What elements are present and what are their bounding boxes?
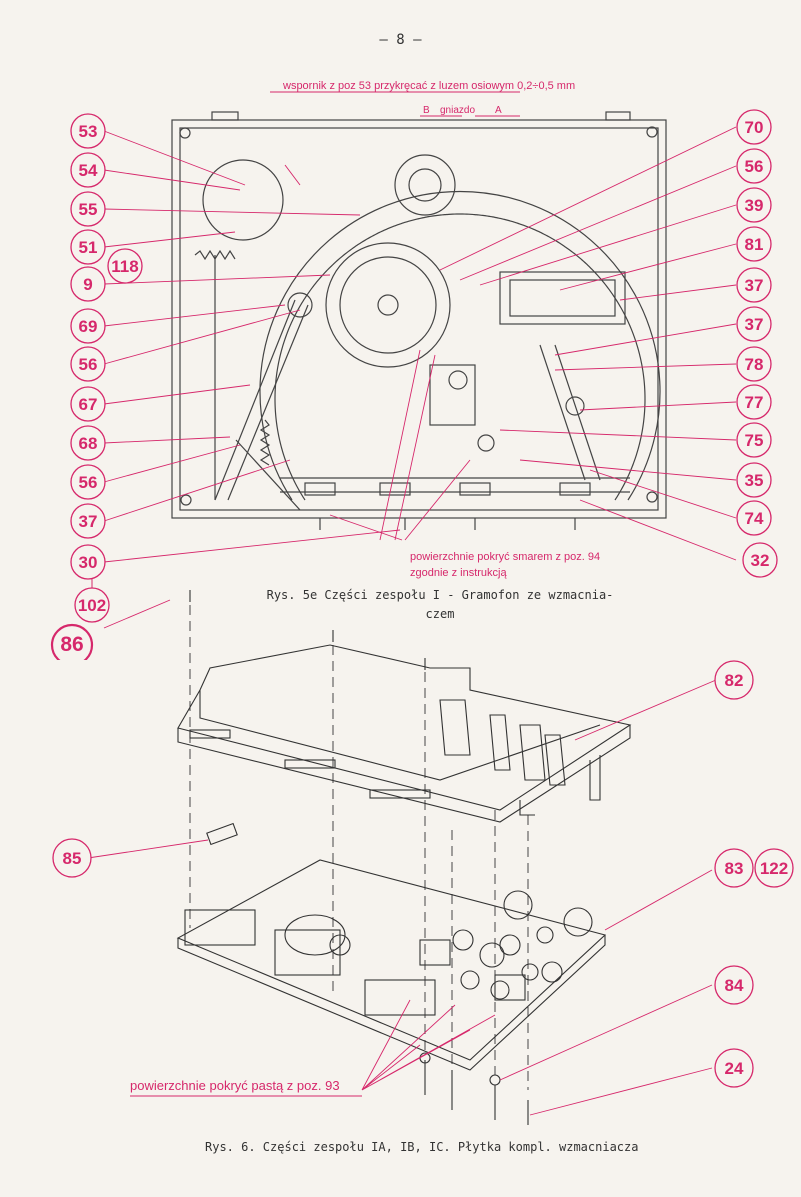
svg-text:56: 56 [745,157,764,176]
page-number: — 8 — [379,32,422,48]
callout-122: 122 [754,848,794,888]
callout-53: 53 [70,113,106,149]
callout-77: 77 [736,384,772,420]
callout-78: 78 [736,346,772,382]
svg-text:24: 24 [725,1059,744,1078]
svg-text:54: 54 [79,161,98,180]
svg-text:118: 118 [111,257,138,276]
svg-text:84: 84 [725,976,744,995]
callout-9: 9 [70,266,106,302]
svg-text:83: 83 [725,859,744,878]
callout-84: 84 [714,965,754,1005]
grease-note-line1: powierzchnie pokryć smarem z poz. 94 [410,551,600,563]
callout-68: 68 [70,425,106,461]
svg-text:67: 67 [79,395,98,414]
svg-text:35: 35 [745,471,764,490]
svg-text:55: 55 [79,200,98,219]
left-callouts: 53 54 55 51 118 9 69 56 67 68 56 37 30 102 86 [50,113,143,660]
figure-5e-caption-line1: Rys. 5e Części zespołu I - Gramofon ze w… [266,588,614,602]
callout-30: 30 [70,544,106,580]
callout-83: 83 [714,848,754,888]
callout-55: 55 [70,191,106,227]
grease-note-line2: zgodnie z instrukcją [410,567,507,579]
figure-6-caption: Rys. 6. Części zespołu IA, IB, IC. Płytk… [205,1140,639,1154]
callout-37: 37 [736,267,772,303]
svg-text:37: 37 [745,315,764,334]
svg-text:85: 85 [63,849,82,868]
svg-text:39: 39 [745,196,764,215]
svg-text:70: 70 [745,118,764,137]
callout-81: 81 [736,226,772,262]
callout-70: 70 [736,109,772,145]
callout-56: 56 [736,148,772,184]
svg-text:69: 69 [79,317,98,336]
figure-5e-caption-line2: czem [425,607,455,621]
callout-51: 51 [70,229,106,265]
svg-text:51: 51 [79,238,98,257]
right-callouts: 70 56 39 81 37 37 78 77 75 35 74 32 [736,109,778,578]
figure-5e-turntable-drawing: wspornik z poz 53 przykręcać z luzem osi… [50,80,778,660]
svg-text:86: 86 [60,633,83,656]
callout-37: 37 [736,306,772,342]
svg-text:68: 68 [79,434,98,453]
svg-text:53: 53 [79,122,98,141]
callout-75: 75 [736,422,772,458]
svg-text:37: 37 [745,276,764,295]
callout-102: 102 [74,587,110,623]
svg-text:102: 102 [78,596,106,615]
figure-5e-caption: Rys. 5e Części zespołu I - Gramofon ze w… [260,586,620,624]
callout-54: 54 [70,152,106,188]
socket-label-a: A [495,105,502,116]
callout-82: 82 [714,660,754,700]
svg-text:56: 56 [79,355,98,374]
callout-37: 37 [70,503,106,539]
svg-text:74: 74 [745,509,764,528]
callout-56: 56 [70,346,106,382]
svg-text:32: 32 [751,551,770,570]
svg-text:122: 122 [760,859,788,878]
callout-32: 32 [742,542,778,578]
svg-text:82: 82 [725,671,744,690]
socket-label-b: B [423,105,430,116]
callout-69: 69 [70,308,106,344]
callout-85: 85 [52,838,92,878]
figure-6-callouts: 82 85 83 122 84 24 [52,660,794,1088]
callout-118: 118 [107,248,143,284]
svg-text:81: 81 [745,235,764,254]
callout-35: 35 [736,462,772,498]
svg-text:37: 37 [79,512,98,531]
callout-86: 86 [50,623,94,660]
callout-67: 67 [70,386,106,422]
callout-74: 74 [736,500,772,536]
svg-text:75: 75 [745,431,764,450]
paste-note: powierzchnie pokryć pastą z poz. 93 [130,1078,340,1093]
callout-56: 56 [70,464,106,500]
svg-text:77: 77 [745,393,764,412]
svg-text:56: 56 [79,473,98,492]
callout-39: 39 [736,187,772,223]
svg-text:30: 30 [79,553,98,572]
support-note: wspornik z poz 53 przykręcać z luzem osi… [282,80,575,92]
svg-text:78: 78 [745,355,764,374]
socket-label: gniazdo [440,105,475,116]
callout-24: 24 [714,1048,754,1088]
svg-text:9: 9 [83,275,92,294]
